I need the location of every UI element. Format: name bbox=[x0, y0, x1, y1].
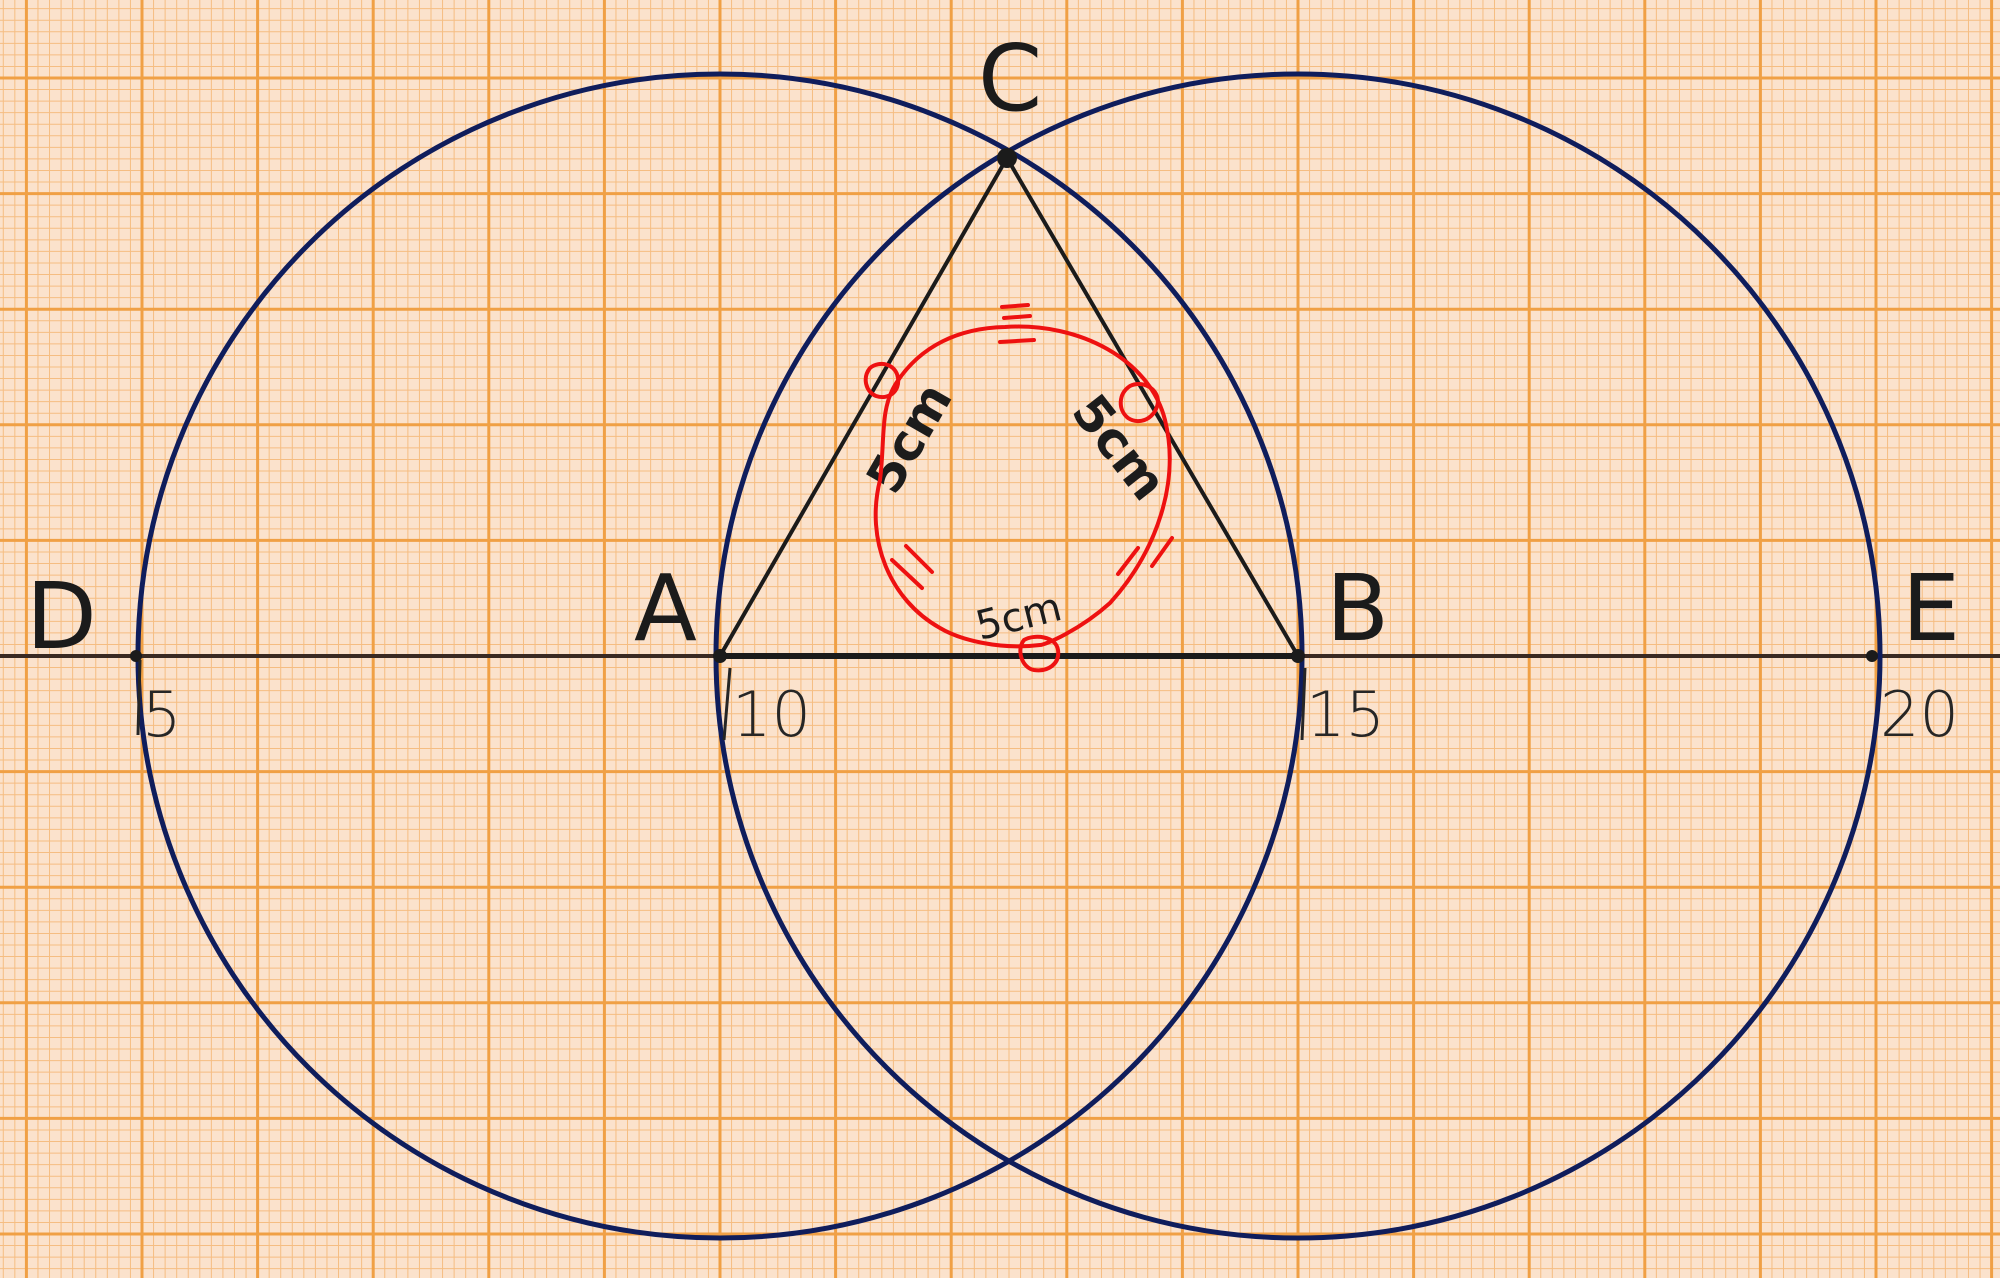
red-incircle bbox=[873, 324, 1172, 649]
tick-label-5: 5 bbox=[142, 678, 181, 751]
congruence-mark-top-1 bbox=[1000, 303, 1030, 309]
congruence-mark-right-2 bbox=[1150, 536, 1174, 568]
side-ac bbox=[718, 157, 1009, 657]
point-label-a: A bbox=[634, 555, 697, 662]
tangent-mark-bc bbox=[1118, 382, 1161, 424]
point-e-dot bbox=[1866, 650, 1878, 662]
point-a-dot bbox=[713, 649, 727, 663]
point-label-d: D bbox=[26, 563, 97, 670]
tangent-mark-ab bbox=[1018, 634, 1061, 673]
congruence-mark-left-1 bbox=[890, 558, 924, 590]
point-label-e: E bbox=[1902, 555, 1960, 662]
tick-5-stroke bbox=[136, 659, 142, 736]
congruence-mark-top-3 bbox=[998, 338, 1036, 344]
point-label-c: C bbox=[978, 25, 1042, 132]
tick-10-stroke bbox=[722, 667, 732, 741]
tick-label-15: 15 bbox=[1306, 678, 1385, 751]
red-annotation bbox=[863, 303, 1174, 673]
side-bc bbox=[1005, 156, 1300, 658]
tick-label-10: 10 bbox=[732, 678, 811, 751]
congruence-mark-right-1 bbox=[1116, 546, 1140, 576]
point-label-b: B bbox=[1326, 555, 1389, 662]
tangent-mark-ac bbox=[863, 361, 901, 399]
congruence-mark-left-2 bbox=[904, 544, 934, 574]
congruence-mark-top-2 bbox=[1002, 314, 1032, 320]
point-d-dot bbox=[130, 650, 142, 662]
point-b-dot bbox=[1291, 649, 1305, 663]
point-c-dot bbox=[997, 148, 1017, 168]
tick-label-20: 20 bbox=[1880, 678, 1959, 751]
tick-15-stroke bbox=[1300, 667, 1307, 741]
